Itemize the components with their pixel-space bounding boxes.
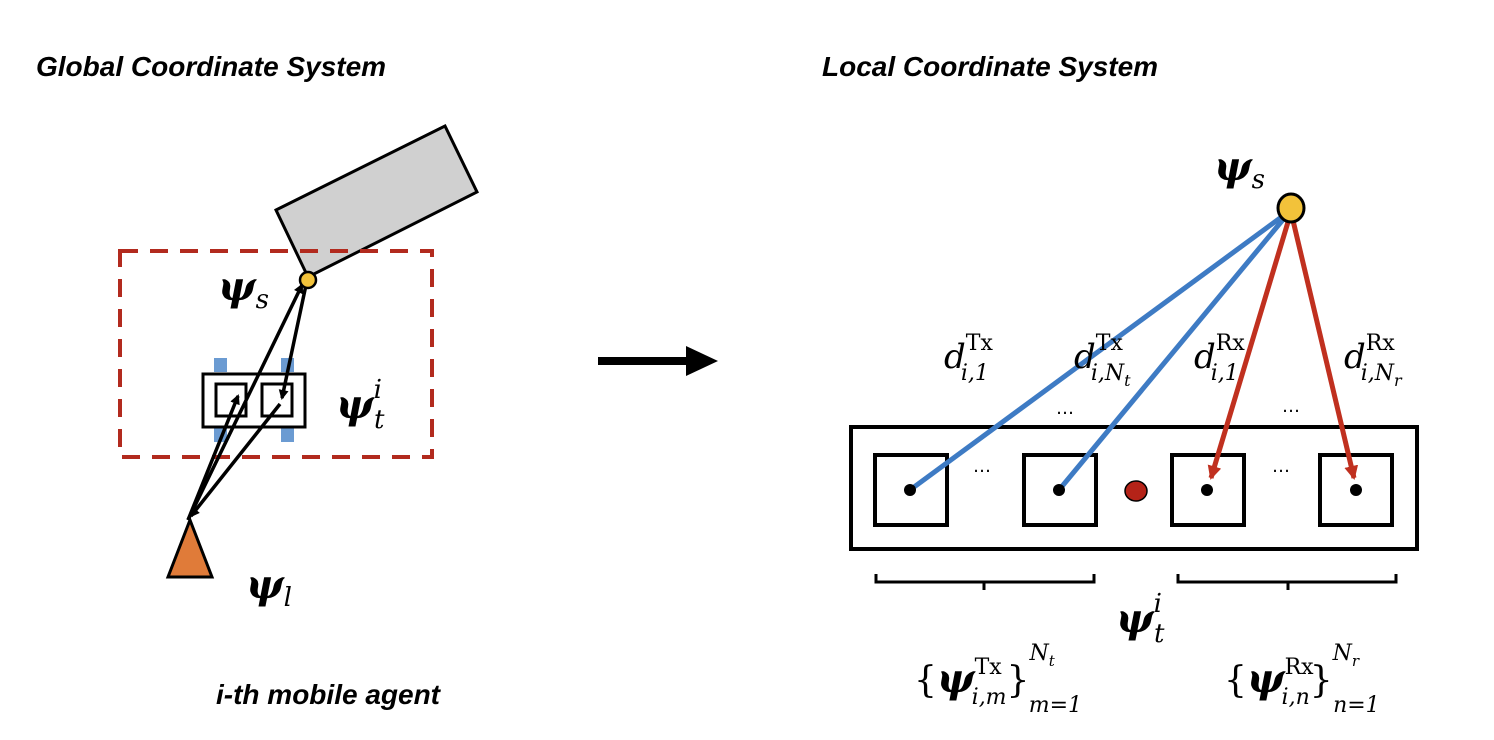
right-panel-title: Local Coordinate System — [822, 51, 1158, 82]
tx-brace — [874, 574, 1096, 590]
rx-element-n — [1318, 453, 1394, 527]
ellipsis-rx-distances: … — [1282, 396, 1300, 417]
psi-l-label: ψl — [246, 561, 292, 613]
rx-line-n — [1288, 211, 1359, 480]
rx-dot-n — [1350, 484, 1362, 496]
tx-line-1 — [908, 207, 1293, 493]
locator-triangle — [165, 515, 215, 579]
left-panel-caption: i-th mobile agent — [216, 679, 442, 710]
rx-dot-1 — [1201, 484, 1213, 496]
agent-region-border — [118, 249, 434, 459]
left-panel-title: Global Coordinate System — [36, 51, 386, 82]
rx-element-1 — [1170, 453, 1246, 527]
reflector-block — [274, 123, 479, 280]
ray-locator-to-scatter — [186, 283, 304, 521]
ellipsis-tx-elements: … — [973, 456, 991, 477]
rx-line-1 — [1207, 211, 1294, 480]
psi-s-label-left: ψs — [218, 263, 269, 315]
ray-agent-to-locator — [189, 402, 282, 518]
psi-s-label-right: ψs — [1214, 143, 1265, 195]
tx-element-n — [1022, 453, 1098, 527]
scatter-point-right — [1276, 192, 1306, 224]
transform-arrow-head — [686, 346, 718, 376]
ray-scatter-to-agent — [278, 284, 308, 400]
tx-dot-n — [1053, 484, 1065, 496]
agent-patch — [281, 428, 294, 442]
array-center-point — [1124, 480, 1148, 502]
ellipsis-tx-distances: … — [1056, 398, 1074, 419]
agent-antenna-right — [260, 382, 294, 418]
tx-line-n — [1057, 208, 1293, 492]
tx-element-1 — [873, 453, 949, 527]
agent-patch — [214, 358, 227, 372]
ray-locator-to-agent — [186, 394, 240, 521]
tx-dot-1 — [904, 484, 916, 496]
rx-brace — [1176, 574, 1398, 590]
ellipsis-rx-elements: … — [1272, 456, 1290, 477]
scatter-point-left — [298, 270, 318, 290]
